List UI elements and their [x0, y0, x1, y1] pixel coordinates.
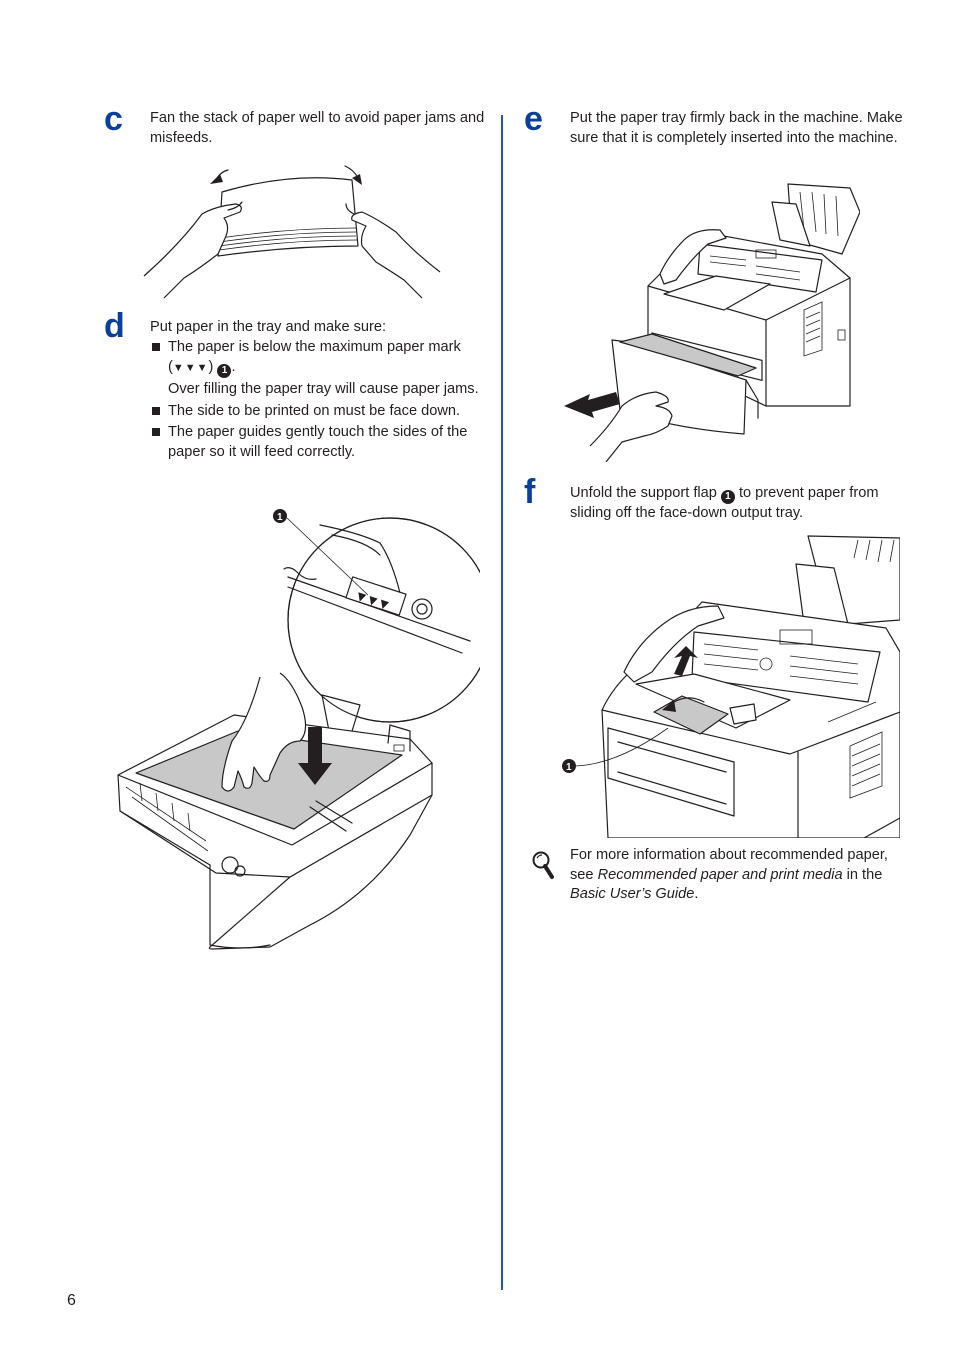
bullet-text: The paper guides gently touch the sides …	[168, 424, 468, 460]
bullet-square-icon	[152, 406, 160, 415]
step-f-text-after: to prevent paper from sliding off the fa…	[570, 485, 879, 521]
support-flap-illustration: 1	[562, 535, 900, 838]
list-item: The paper is below the maximum paper mar…	[150, 338, 488, 400]
bullet-square-icon	[152, 428, 160, 436]
step-letter-e: e	[524, 100, 543, 138]
step-f-text: Unfold the support flap 1 to prevent pap…	[570, 484, 890, 524]
bullet-text-end: .	[231, 358, 236, 375]
step-letter-c: c	[104, 100, 123, 138]
step-c-text: Fan the stack of paper well to avoid pap…	[150, 110, 485, 146]
svg-text:1: 1	[566, 762, 572, 773]
bullet-text-close: )	[208, 358, 214, 375]
note-link-recommended-paper: Recommended paper and print media	[597, 866, 843, 883]
note-basic-users-guide: Basic User’s Guide	[570, 886, 695, 902]
fan-paper-illustration	[143, 165, 441, 299]
list-item: The paper guides gently touch the sides …	[150, 423, 488, 462]
insert-tray-illustration	[564, 183, 860, 462]
bullet-square-icon	[152, 343, 160, 351]
step-letter-f: f	[524, 473, 536, 511]
column-divider	[501, 115, 503, 1290]
note-text-part3: .	[694, 886, 699, 902]
svg-text:1: 1	[277, 512, 283, 523]
page-number: 6	[67, 1292, 76, 1309]
step-f-text-before: Unfold the support flap	[570, 485, 721, 501]
note-text-part2: in the	[842, 866, 883, 883]
bullet-text: The paper is below the maximum paper mar…	[168, 339, 461, 375]
bullet-sub-note: Over filling the paper tray will cause p…	[168, 381, 479, 397]
max-paper-mark-triangles: ▼▼▼	[172, 361, 209, 374]
note-text: For more information about recommended p…	[570, 846, 890, 905]
callout-number-1: 1	[720, 490, 735, 504]
note-text-part1: For more information about recommended p…	[570, 847, 888, 883]
paper-tray-illustration: ▼ ▼ ▼ 1	[117, 509, 480, 950]
bullet-text: The side to be printed on must be face d…	[168, 402, 461, 419]
step-d-bullet-list: The paper is below the maximum paper mar…	[150, 338, 488, 464]
list-item: The side to be printed on must be face d…	[150, 402, 488, 422]
step-letter-d: d	[104, 307, 125, 345]
callout-number-1: 1	[217, 363, 232, 378]
magnifier-note-icon	[532, 851, 554, 879]
step-d-intro: Put paper in the tray and make sure:	[150, 319, 387, 335]
step-e-text: Put the paper tray firmly back in the ma…	[570, 110, 903, 146]
